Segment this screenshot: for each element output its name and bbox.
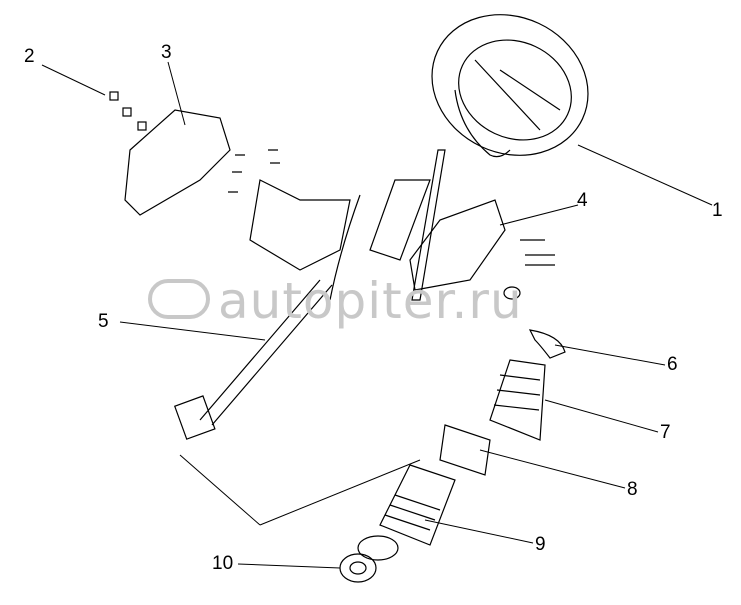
callout-2: 2 — [24, 46, 35, 67]
callout-1: 1 — [712, 200, 723, 221]
callout-6: 6 — [667, 354, 678, 375]
boot — [489, 359, 546, 441]
steering-wheel — [431, 14, 589, 158]
callout-8: 8 — [627, 479, 638, 500]
upper-shroud — [109, 91, 280, 216]
bellows — [379, 464, 456, 546]
callout-9: 9 — [535, 534, 546, 555]
callout-5: 5 — [98, 311, 109, 332]
steering-column — [173, 149, 446, 440]
clip — [528, 329, 566, 359]
sleeve — [439, 424, 491, 476]
watermark: autopiter.ru — [218, 272, 523, 330]
leader-lines — [41, 61, 713, 569]
callout-10: 10 — [212, 553, 234, 574]
bearing — [339, 553, 377, 583]
callout-4: 4 — [577, 190, 588, 211]
lower-shroud — [409, 199, 555, 300]
callout-3: 3 — [161, 42, 172, 63]
callout-7: 7 — [660, 422, 671, 443]
watermark-logo — [148, 279, 210, 319]
